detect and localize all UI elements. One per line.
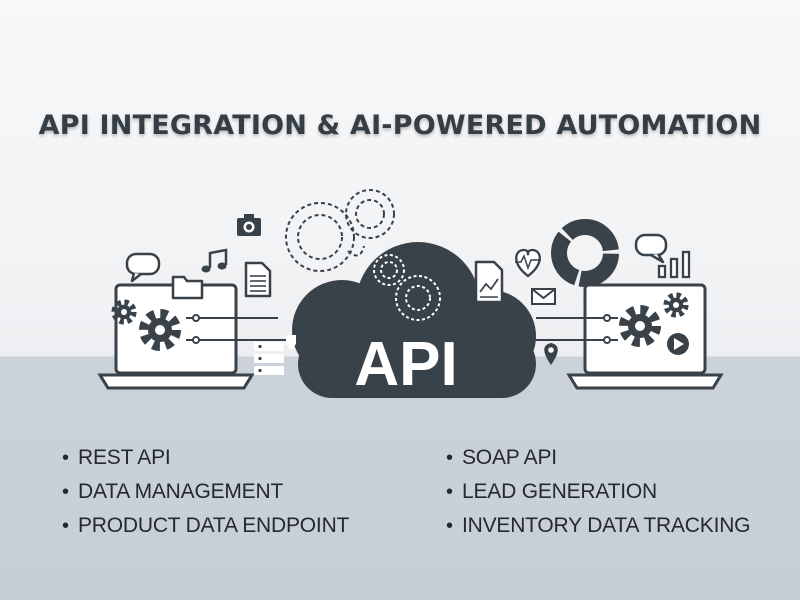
folder-icon	[171, 275, 204, 300]
camera-icon	[237, 214, 261, 236]
left-small-gear-icon	[111, 299, 137, 325]
feature-list-left: REST API DATA MANAGEMENT PRODUCT DATA EN…	[62, 443, 349, 545]
left-connectors	[186, 314, 290, 344]
feature-item: PRODUCT DATA ENDPOINT	[62, 511, 349, 545]
music-note-icon	[201, 248, 228, 273]
play-icon	[667, 333, 689, 355]
left-laptop-icon	[97, 283, 255, 390]
feature-item: DATA MANAGEMENT	[62, 477, 349, 511]
chart-document-icon	[474, 260, 504, 304]
document-icon	[244, 261, 272, 298]
right-connectors	[530, 314, 618, 344]
heart-rate-icon	[515, 248, 541, 278]
cloud-label: API	[354, 330, 457, 399]
feature-item: INVENTORY DATA TRACKING	[446, 511, 751, 545]
cloud-gears-icon	[373, 254, 441, 321]
server-icon	[254, 335, 296, 375]
pie-chart-icon	[551, 219, 619, 287]
page-title: API INTEGRATION & AI-POWERED AUTOMATION	[38, 110, 762, 142]
chat-bubble-right-icon	[634, 233, 668, 264]
mail-icon	[531, 288, 556, 305]
api-cloud	[292, 242, 536, 398]
feature-item: REST API	[62, 443, 349, 477]
api-hero-illustration: API	[97, 189, 724, 399]
bar-chart-icon	[657, 250, 691, 279]
dashed-gears-icon	[285, 189, 395, 272]
feature-list-right: SOAP API LEAD GENERATION INVENTORY DATA …	[446, 443, 751, 545]
feature-item: SOAP API	[446, 443, 750, 477]
feature-item: LEAD GENERATION	[446, 477, 750, 511]
location-pin-icon	[544, 343, 558, 365]
right-small-gear-icon	[663, 292, 689, 318]
chat-bubble-icon	[125, 252, 161, 283]
